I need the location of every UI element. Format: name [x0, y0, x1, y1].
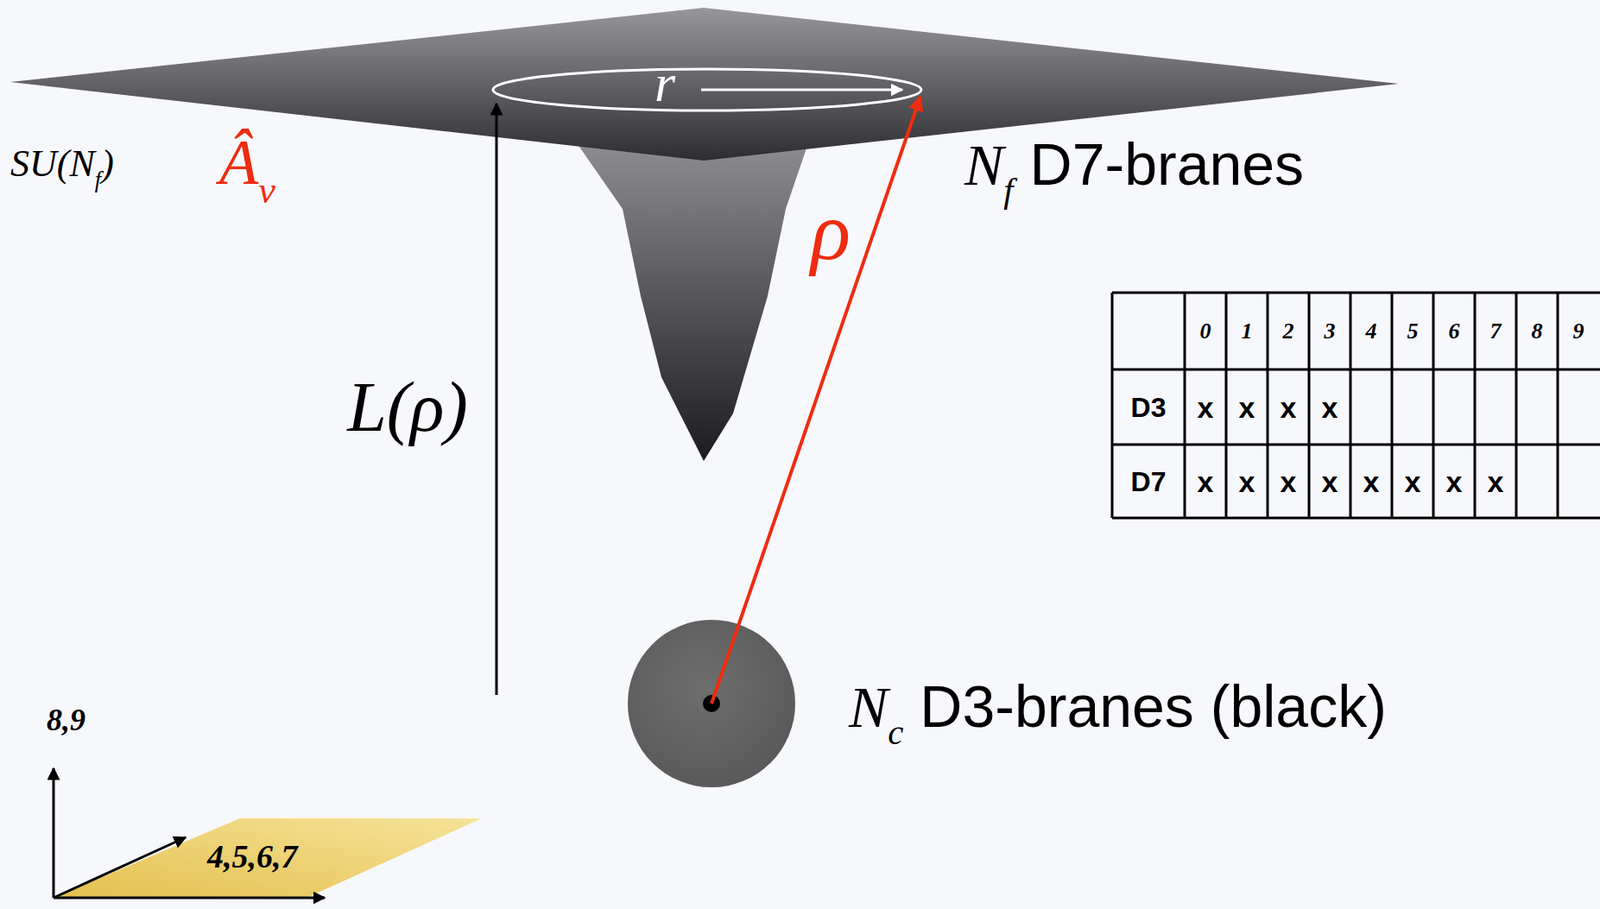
label-part: 4,5,6,7 [207, 838, 298, 875]
table-mark-cell: x [1280, 392, 1297, 423]
label-part: 6 [1448, 318, 1461, 344]
label-part: c [887, 713, 904, 753]
table-mark-cell: x [1239, 392, 1256, 423]
label-part: x [1363, 464, 1380, 498]
label-part: x [1280, 390, 1297, 424]
table-header-cell: 7 [1490, 320, 1502, 343]
axis-arrow [53, 897, 325, 900]
label-part: ν [258, 168, 276, 212]
table-line [1266, 292, 1270, 519]
radius-arrow [701, 88, 903, 92]
table-header-cell: 5 [1407, 320, 1419, 343]
label-part: x [1446, 464, 1463, 498]
rho-arrow [711, 96, 921, 704]
label-part: 0 [1200, 318, 1212, 344]
label-part: x [1404, 464, 1422, 498]
label-part: x [1239, 464, 1256, 498]
label-part: 3 [1324, 318, 1336, 344]
label-part: x [1197, 390, 1215, 424]
table-header-cell: 0 [1200, 320, 1212, 343]
label-part: f [94, 166, 102, 193]
table-line [1515, 292, 1518, 519]
table-header-cell: 9 [1573, 320, 1585, 343]
d7-brane-label: Nf D7-branes [964, 134, 1304, 195]
radius-label: r [654, 56, 676, 110]
table-mark-cell: x [1239, 466, 1256, 497]
label-part: D7-branes [1013, 131, 1304, 197]
table-line [1349, 292, 1353, 519]
table-line [1556, 292, 1560, 519]
table-mark-cell: x [1487, 466, 1505, 497]
label-part: D3-branes (black) [903, 673, 1386, 740]
label-part: ρ [810, 184, 851, 278]
label-part: x [1321, 390, 1339, 424]
radius-ring [493, 69, 922, 111]
gauge-field-label: Âν [219, 130, 276, 195]
label-part: 2 [1283, 318, 1295, 344]
table-line [1391, 292, 1394, 519]
table-mark-cell: x [1404, 466, 1422, 497]
table-header-cell: 8 [1531, 320, 1544, 343]
label-part: x [1280, 464, 1297, 498]
table-header-cell: 6 [1448, 320, 1461, 343]
gauge-group-label: SU(Nf) [10, 145, 114, 184]
profile-label: L(ρ) [347, 372, 468, 443]
label-part: L(ρ) [347, 367, 468, 447]
label-part: x [1197, 464, 1215, 498]
label-part: 7 [1490, 318, 1502, 344]
rho-label: ρ [810, 189, 851, 273]
label-part: D3 [1131, 392, 1167, 424]
label-part: Â [219, 126, 259, 198]
label-part: 8 [1531, 318, 1544, 344]
brane-table-grid [1112, 292, 1600, 519]
table-header-cell: 4 [1366, 320, 1378, 343]
label-part: N [964, 132, 1004, 198]
table-line [1111, 292, 1114, 519]
axis-arrow [53, 837, 186, 899]
label-part: x [1487, 464, 1505, 498]
table-header-cell: 3 [1324, 320, 1336, 343]
table-mark-cell: x [1280, 466, 1297, 497]
label-part: 1 [1241, 318, 1253, 344]
label-part: N [848, 674, 888, 740]
table-mark-cell: x [1197, 466, 1215, 497]
height-arrow [495, 103, 499, 696]
axis-arrow [52, 768, 56, 899]
label-part: ) [101, 142, 114, 185]
brane-funnel [573, 138, 810, 462]
table-header-cell: 1 [1241, 320, 1253, 343]
transverse-plane [53, 818, 482, 899]
label-part: 9 [1573, 318, 1585, 344]
label-part: r [654, 53, 676, 113]
table-line [1308, 292, 1311, 519]
table-mark-cell: x [1446, 466, 1463, 497]
d3-brane-label: Nc D3-branes (black) [848, 676, 1387, 737]
label-part: x [1239, 390, 1256, 424]
table-row-header: D7 [1131, 467, 1167, 496]
axis-label: 4,5,6,7 [207, 840, 298, 873]
label-part: 5 [1407, 318, 1419, 344]
table-line [1432, 292, 1436, 519]
table-mark-cell: x [1321, 466, 1339, 497]
table-mark-cell: x [1321, 392, 1339, 423]
label-part: 8,9 [46, 702, 86, 738]
table-line [1473, 292, 1477, 519]
table-line [1225, 292, 1228, 519]
label-part: SU(N [10, 142, 95, 185]
table-row-header: D3 [1131, 393, 1167, 422]
table-line [1183, 292, 1187, 519]
table-mark-cell: x [1363, 466, 1380, 497]
label-part: x [1321, 464, 1339, 498]
label-part: D7 [1131, 466, 1167, 498]
label-part: f [1003, 170, 1013, 210]
table-header-cell: 2 [1283, 320, 1295, 343]
label-part: 4 [1366, 318, 1378, 344]
axis-label: 8,9 [46, 704, 86, 736]
table-mark-cell: x [1197, 392, 1215, 423]
